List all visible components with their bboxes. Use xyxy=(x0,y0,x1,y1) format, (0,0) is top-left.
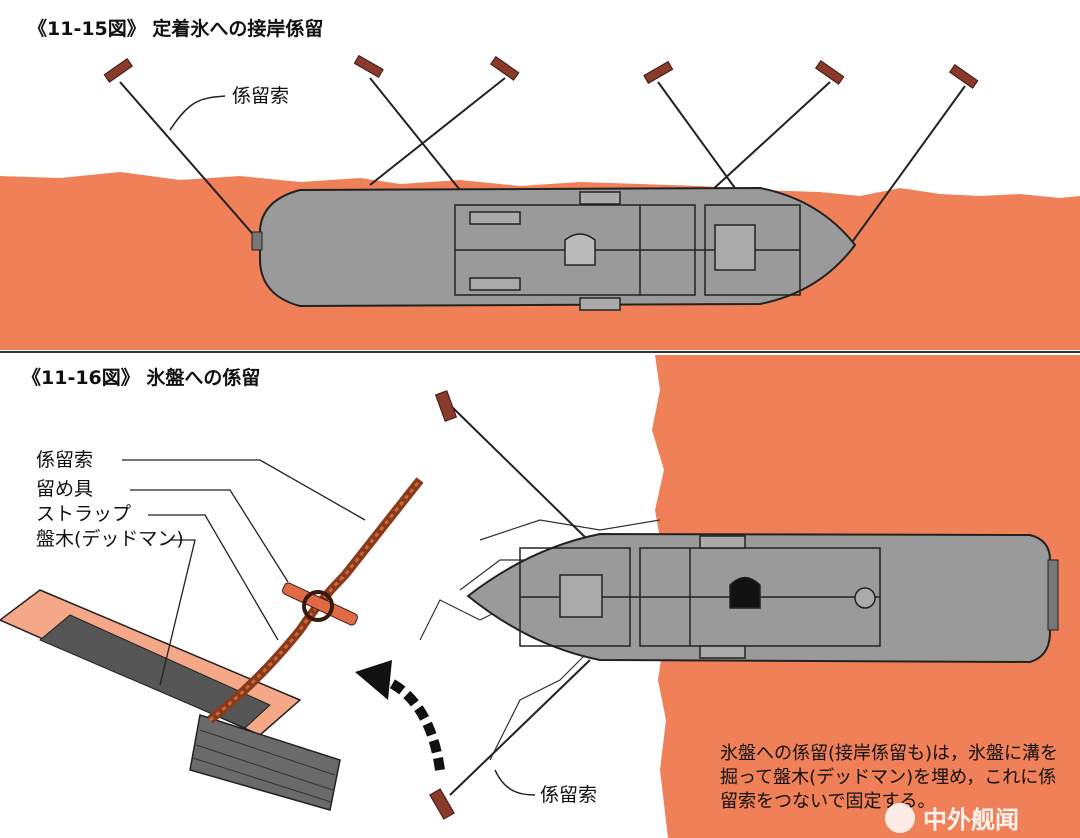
bottom-mooring-lines xyxy=(449,404,591,796)
top-icebreaker-ship xyxy=(251,186,857,311)
callout-strap: ストラップ xyxy=(36,503,132,525)
watermark-text: 中外舰闻 xyxy=(923,806,1019,834)
bottom-anchor-stakes xyxy=(429,390,458,820)
bottom-mooring-line-label: 係留索 xyxy=(540,784,598,806)
top-anchor-stakes xyxy=(103,54,979,89)
watermark: 中外舰闻 xyxy=(885,800,1019,835)
callout-deadman: 盤木(デッドマン) xyxy=(36,528,184,550)
callout-leaders xyxy=(122,459,366,686)
rotation-arrow xyxy=(355,660,445,771)
callout-mooring-line: 係留索 xyxy=(36,449,94,471)
toggle-pin xyxy=(282,582,358,626)
watermark-logo-icon xyxy=(885,802,915,833)
top-mooring-line-label: 係留索 xyxy=(232,85,290,107)
ice-cracks xyxy=(419,519,661,761)
callout-fastener: 留め具 xyxy=(36,478,94,500)
top-mooring-lines xyxy=(119,77,966,246)
deadman-illustration xyxy=(0,477,424,811)
figure-11-16-title: 《11-16図》 氷盤への係留 xyxy=(22,367,261,389)
bottom-icebreaker-ship xyxy=(466,532,1059,664)
figure-11-15-title: 《11-15図》 定着氷への接岸係留 xyxy=(28,18,324,40)
explanatory-note: 氷盤への係留(接岸係留も)は，氷盤に溝を掘って盤木(デッドマン)を埋め，これに係… xyxy=(720,743,1059,812)
